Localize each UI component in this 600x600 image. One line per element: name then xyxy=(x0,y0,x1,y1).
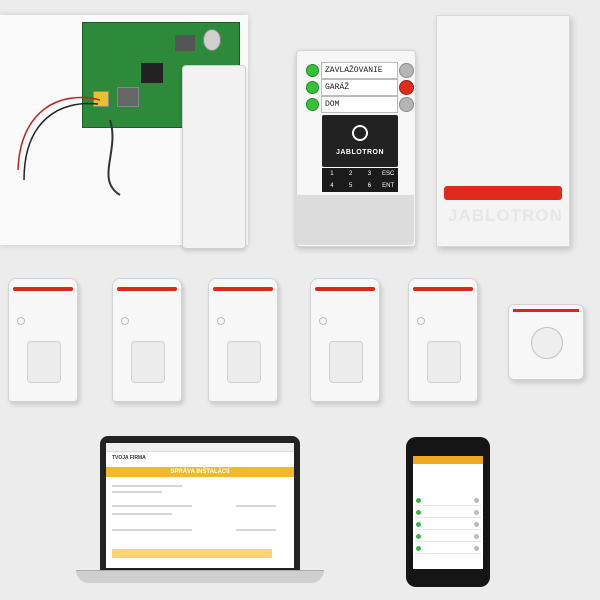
highlight-row xyxy=(112,549,272,558)
key[interactable]: 3 xyxy=(367,171,372,177)
status-icon xyxy=(416,498,421,503)
keypad-reader-area xyxy=(296,195,414,245)
motion-sensor xyxy=(8,278,78,402)
keypad-segment-row[interactable]: ZAVLAŽOVANIE xyxy=(306,62,414,79)
key[interactable]: 6 xyxy=(367,182,372,189)
segment-label: ZAVLAŽOVANIE xyxy=(321,62,398,79)
keypad-segment-row[interactable]: GARÁŽ xyxy=(306,79,414,96)
control-panel-wires xyxy=(17,96,121,196)
sensor-lens xyxy=(427,341,461,383)
key[interactable]: 4 xyxy=(330,182,334,189)
sensor-stripe xyxy=(13,287,73,291)
radio-module xyxy=(182,65,246,249)
detector-stripe xyxy=(513,309,579,312)
key[interactable]: 2 xyxy=(348,171,353,177)
detector-sensor xyxy=(531,327,563,359)
text-line xyxy=(112,513,172,515)
action-icon xyxy=(474,546,479,551)
segment-label: GARÁŽ xyxy=(321,79,398,96)
keypad-segment-row[interactable]: DOM xyxy=(306,96,414,113)
text-line xyxy=(236,529,276,531)
list-item[interactable] xyxy=(415,544,481,554)
siren-brand: JABLOTRON xyxy=(448,206,563,225)
sensor-lens xyxy=(329,341,363,383)
list-item[interactable] xyxy=(415,508,481,518)
sensor-led xyxy=(17,317,25,325)
sensor-stripe xyxy=(315,287,375,291)
status-icon xyxy=(416,546,421,551)
status-led xyxy=(306,98,319,111)
keypad-keys: 1 2 3 ESC 4 5 6 ENT xyxy=(322,168,398,192)
keypad-brand: JABLOTRON xyxy=(335,149,385,156)
page-title: SPRÁVA INŠTALÁCIÍ xyxy=(170,469,230,475)
company-logo: TVOJA FIRMA xyxy=(112,455,146,461)
segment-button[interactable] xyxy=(399,80,414,95)
sensor-stripe xyxy=(117,287,177,291)
status-icon xyxy=(416,510,421,515)
key[interactable]: 5 xyxy=(348,182,353,189)
browser-bar xyxy=(106,443,294,452)
sensor-led xyxy=(417,317,425,325)
key[interactable]: ESC xyxy=(381,171,395,177)
text-line xyxy=(236,505,276,507)
chip xyxy=(175,35,195,51)
list-item[interactable] xyxy=(415,532,481,542)
segment-label: DOM xyxy=(321,96,398,113)
outdoor-siren xyxy=(436,15,570,247)
list-item[interactable] xyxy=(415,496,481,506)
segment-button[interactable] xyxy=(399,63,414,78)
text-line xyxy=(112,485,182,487)
sensor-lens xyxy=(227,341,261,383)
sensor-lens xyxy=(27,341,61,383)
power-icon xyxy=(352,125,368,141)
sensor-stripe xyxy=(213,287,273,291)
motion-sensor xyxy=(208,278,278,402)
siren-flash-light xyxy=(444,186,562,200)
sensor-lens xyxy=(131,341,165,383)
keypad-display: JABLOTRON xyxy=(322,115,398,167)
laptop-base xyxy=(76,570,324,583)
phone-screen xyxy=(413,456,483,569)
capacitor xyxy=(203,29,221,51)
status-icon xyxy=(416,522,421,527)
action-icon xyxy=(474,498,479,503)
app-header xyxy=(413,456,483,464)
sensor-led xyxy=(217,317,225,325)
title-bar xyxy=(106,467,294,477)
sensor-led xyxy=(121,317,129,325)
connector xyxy=(117,87,139,107)
key[interactable]: ENT xyxy=(382,182,395,189)
segment-button[interactable] xyxy=(399,97,414,112)
text-line xyxy=(112,491,162,493)
sensor-stripe xyxy=(413,287,473,291)
action-icon xyxy=(474,522,479,527)
list-item[interactable] xyxy=(415,520,481,530)
text-line xyxy=(112,529,192,531)
status-icon xyxy=(416,534,421,539)
motion-sensor xyxy=(112,278,182,402)
laptop-screen: TVOJA FIRMA SPRÁVA INŠTALÁCIÍ xyxy=(106,443,294,568)
motion-sensor xyxy=(408,278,478,402)
chip xyxy=(141,63,163,83)
motion-sensor xyxy=(310,278,380,402)
status-led xyxy=(306,64,319,77)
text-line xyxy=(112,505,192,507)
action-icon xyxy=(474,534,479,539)
key[interactable]: 1 xyxy=(330,171,334,177)
wall-detector xyxy=(508,304,584,380)
status-led xyxy=(306,81,319,94)
sensor-led xyxy=(319,317,327,325)
action-icon xyxy=(474,510,479,515)
